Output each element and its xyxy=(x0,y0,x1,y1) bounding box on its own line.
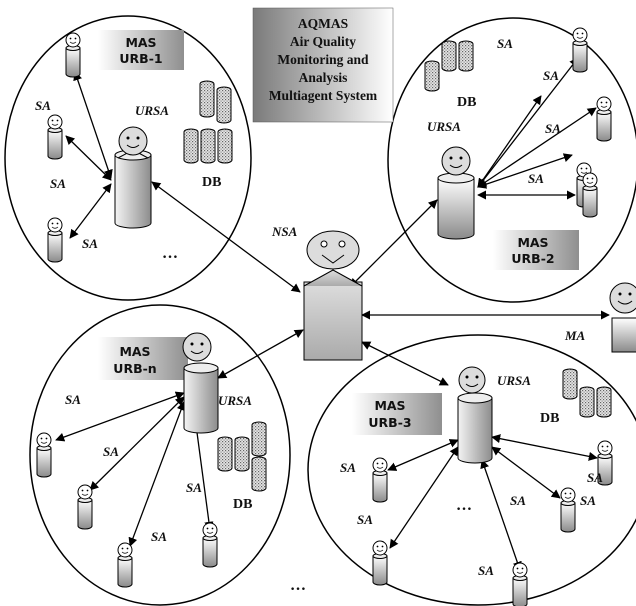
sa-label: SA xyxy=(340,460,356,475)
sa-label: SA xyxy=(82,236,98,251)
db-label: DB xyxy=(202,175,221,190)
sa-agent xyxy=(47,217,63,263)
nsa-label: NSA xyxy=(271,224,298,239)
sa-agent xyxy=(582,172,598,218)
title-line-5: Multiagent System xyxy=(269,88,378,103)
sa-label: SA xyxy=(497,36,513,51)
sa-agent xyxy=(65,32,81,78)
database-urb1 xyxy=(183,80,233,164)
ursa-agent-urbn xyxy=(182,332,219,434)
ursa-label: URSA xyxy=(427,119,461,134)
ursa-agent-urb3 xyxy=(457,366,493,464)
ellipsis: … xyxy=(456,497,472,514)
title-line-4: Analysis xyxy=(299,70,348,85)
ursa-label: URSA xyxy=(497,373,531,388)
title-line-2: Air Quality xyxy=(290,34,356,49)
db-label: DB xyxy=(233,497,252,512)
sa-label: SA xyxy=(580,493,596,508)
svg-text:URB-2: URB-2 xyxy=(511,251,554,266)
mas-box-urbn: MAS URB-n xyxy=(98,337,188,380)
database-urb3 xyxy=(562,368,612,418)
svg-text:URB-n: URB-n xyxy=(113,361,156,376)
sa-label: SA xyxy=(357,512,373,527)
sa-label: SA xyxy=(545,121,561,136)
sa-agent xyxy=(117,542,133,588)
sa-agents xyxy=(36,27,613,606)
sa-agent xyxy=(597,440,613,486)
links xyxy=(55,57,610,571)
sa-agent xyxy=(77,484,93,530)
sa-agent xyxy=(596,96,612,142)
sa-label: SA xyxy=(151,529,167,544)
svg-text:URB-3: URB-3 xyxy=(368,415,411,430)
sa-agent xyxy=(202,522,218,568)
db-label: DB xyxy=(457,95,476,110)
ellipsis: … xyxy=(162,245,178,262)
sa-label: SA xyxy=(587,470,603,485)
nsa-agent xyxy=(303,230,363,361)
svg-text:MAS: MAS xyxy=(374,398,405,413)
mas-box-urb1: MAS URB-1 xyxy=(98,30,184,70)
sa-agent xyxy=(560,487,576,533)
ursa-agent-urb2 xyxy=(437,146,475,240)
title-line-3: Monitoring and xyxy=(277,52,369,67)
database-urbn xyxy=(217,421,267,492)
title-box: AQMAS Air Quality Monitoring and Analysi… xyxy=(252,7,394,123)
sa-agent xyxy=(372,540,388,586)
mas-box-urb2: MAS URB-2 xyxy=(493,230,579,270)
sa-agent xyxy=(512,562,528,606)
sa-label: SA xyxy=(543,68,559,83)
database-urb2 xyxy=(424,40,474,92)
bottom-ellipsis: … xyxy=(290,577,306,594)
ma-agent xyxy=(609,282,636,353)
svg-text:MAS: MAS xyxy=(517,235,548,250)
sa-agent xyxy=(36,432,52,478)
ma-label: MA xyxy=(564,328,586,343)
sa-label: SA xyxy=(65,392,81,407)
sa-label: SA xyxy=(103,444,119,459)
sa-label: SA xyxy=(510,493,526,508)
svg-text:URB-1: URB-1 xyxy=(119,51,162,66)
sa-label: SA xyxy=(186,480,202,495)
ursa-label: URSA xyxy=(218,393,252,408)
mas-box-urb3: MAS URB-3 xyxy=(352,393,442,435)
ursa-agent-urb1 xyxy=(114,126,152,229)
title-line-1: AQMAS xyxy=(298,16,348,31)
sa-agent xyxy=(47,114,63,160)
sa-label: SA xyxy=(50,176,66,191)
sa-label: SA xyxy=(528,171,544,186)
sa-agent xyxy=(572,27,588,73)
svg-text:MAS: MAS xyxy=(125,35,156,50)
sa-label: SA xyxy=(478,563,494,578)
sa-agent xyxy=(372,457,388,503)
db-label: DB xyxy=(540,411,559,426)
ursa-label: URSA xyxy=(135,103,169,118)
sa-label: SA xyxy=(35,98,51,113)
svg-text:MAS: MAS xyxy=(119,344,150,359)
